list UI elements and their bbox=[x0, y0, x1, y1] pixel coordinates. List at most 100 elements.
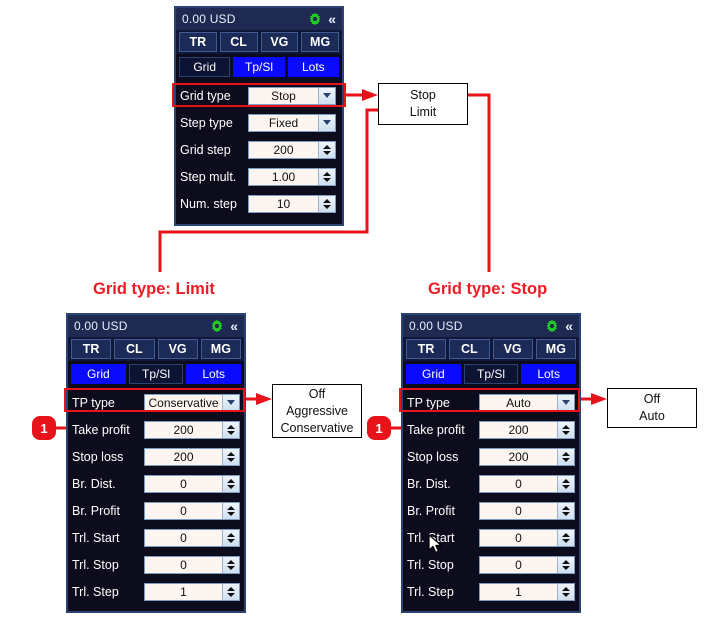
row-br-profit: Br. Profit 0 bbox=[72, 497, 240, 524]
spinner-icon[interactable] bbox=[557, 556, 574, 573]
spinner-icon[interactable] bbox=[222, 583, 239, 600]
field-trl-start[interactable]: 0 bbox=[479, 528, 575, 547]
value-trl-start: 0 bbox=[515, 530, 522, 545]
spinner-icon[interactable] bbox=[557, 448, 574, 465]
label-num-step: Num. step bbox=[180, 196, 237, 211]
mode-button-mg[interactable]: MG bbox=[535, 339, 576, 359]
spinner-icon[interactable] bbox=[222, 529, 239, 546]
row-num-step: Num. step 10 bbox=[180, 190, 338, 217]
field-br-dist[interactable]: 0 bbox=[144, 474, 240, 493]
chevron-down-icon[interactable] bbox=[222, 394, 239, 411]
label-br-profit: Br. Profit bbox=[72, 503, 120, 518]
spinner-icon[interactable] bbox=[222, 421, 239, 438]
mode-button-vg[interactable]: VG bbox=[157, 339, 198, 359]
field-grid-type[interactable]: Stop bbox=[248, 86, 336, 105]
mode-button-tr[interactable]: TR bbox=[179, 32, 217, 52]
row-grid-step: Grid step 200 bbox=[180, 136, 338, 163]
field-grid-step[interactable]: 200 bbox=[248, 140, 336, 159]
field-step-type[interactable]: Fixed bbox=[248, 113, 336, 132]
row-stop-loss: Stop loss 200 bbox=[72, 443, 240, 470]
value-trl-stop: 0 bbox=[515, 557, 522, 572]
left-panel-mode-buttons: TR CL VG MG bbox=[68, 337, 244, 361]
field-trl-start[interactable]: 0 bbox=[144, 528, 240, 547]
field-br-dist[interactable]: 0 bbox=[479, 474, 575, 493]
value-take-profit: 200 bbox=[173, 422, 194, 437]
gear-icon[interactable] bbox=[545, 319, 559, 333]
field-trl-step[interactable]: 1 bbox=[479, 582, 575, 601]
spinner-icon[interactable] bbox=[318, 195, 335, 212]
mode-button-cl[interactable]: CL bbox=[114, 339, 155, 359]
tab-lots[interactable]: Lots bbox=[287, 57, 339, 77]
mode-button-cl[interactable]: CL bbox=[219, 32, 258, 52]
mode-button-mg[interactable]: MG bbox=[301, 32, 339, 52]
row-grid-type: Grid type Stop bbox=[180, 82, 338, 109]
spinner-icon[interactable] bbox=[557, 502, 574, 519]
left-settings-panel: 0.00 USD « TR CL VG MG Grid Tp/Sl Lots T… bbox=[66, 313, 246, 613]
tab-grid[interactable]: Grid bbox=[179, 57, 231, 77]
row-step-mult: Step mult. 1.00 bbox=[180, 163, 338, 190]
mode-button-tr[interactable]: TR bbox=[406, 339, 447, 359]
top-panel-mode-buttons: TR CL VG MG bbox=[176, 30, 342, 54]
gear-icon[interactable] bbox=[308, 12, 322, 26]
mode-button-vg[interactable]: VG bbox=[492, 339, 533, 359]
tab-tpsl[interactable]: Tp/Sl bbox=[233, 57, 285, 77]
step-badge-right: 1 bbox=[367, 416, 391, 440]
field-br-profit[interactable]: 0 bbox=[479, 501, 575, 520]
right-panel-tabs: Grid Tp/Sl Lots bbox=[403, 361, 579, 386]
field-take-profit[interactable]: 200 bbox=[144, 420, 240, 439]
gear-icon[interactable] bbox=[210, 319, 224, 333]
right-panel-titlebar: 0.00 USD « bbox=[403, 315, 579, 337]
field-take-profit[interactable]: 200 bbox=[479, 420, 575, 439]
field-stop-loss[interactable]: 200 bbox=[479, 447, 575, 466]
mode-button-tr[interactable]: TR bbox=[71, 339, 112, 359]
double-chevron-left-icon[interactable]: « bbox=[230, 318, 238, 334]
label-trl-stop: Trl. Stop bbox=[72, 557, 119, 572]
mode-button-cl[interactable]: CL bbox=[449, 339, 490, 359]
spinner-icon[interactable] bbox=[557, 583, 574, 600]
label-take-profit: Take profit bbox=[407, 422, 465, 437]
value-tp-type: Auto bbox=[506, 395, 531, 410]
row-take-profit: Take profit 200 bbox=[407, 416, 575, 443]
row-tp-type: TP type Conservative bbox=[72, 389, 240, 416]
tab-lots[interactable]: Lots bbox=[186, 364, 242, 384]
label-stop-loss: Stop loss bbox=[72, 449, 124, 464]
field-tp-type[interactable]: Conservative bbox=[144, 393, 240, 412]
top-panel-titlebar: 0.00 USD « bbox=[176, 8, 342, 30]
spinner-icon[interactable] bbox=[557, 475, 574, 492]
spinner-icon[interactable] bbox=[222, 556, 239, 573]
field-stop-loss[interactable]: 200 bbox=[144, 447, 240, 466]
spinner-icon[interactable] bbox=[318, 168, 335, 185]
tab-tpsl[interactable]: Tp/Sl bbox=[128, 364, 184, 384]
field-step-mult[interactable]: 1.00 bbox=[248, 167, 336, 186]
field-num-step[interactable]: 10 bbox=[248, 194, 336, 213]
double-chevron-left-icon[interactable]: « bbox=[328, 11, 336, 27]
spinner-icon[interactable] bbox=[222, 475, 239, 492]
tab-lots[interactable]: Lots bbox=[521, 364, 577, 384]
double-chevron-left-icon[interactable]: « bbox=[565, 318, 573, 334]
spinner-icon[interactable] bbox=[557, 529, 574, 546]
field-tp-type[interactable]: Auto bbox=[479, 393, 575, 412]
tab-grid[interactable]: Grid bbox=[71, 364, 126, 384]
mode-button-mg[interactable]: MG bbox=[200, 339, 241, 359]
value-br-dist: 0 bbox=[515, 476, 522, 491]
field-br-profit[interactable]: 0 bbox=[144, 501, 240, 520]
mode-button-vg[interactable]: VG bbox=[260, 32, 299, 52]
tab-grid[interactable]: Grid bbox=[406, 364, 461, 384]
chevron-down-icon[interactable] bbox=[557, 394, 574, 411]
value-take-profit: 200 bbox=[508, 422, 529, 437]
field-trl-stop[interactable]: 0 bbox=[144, 555, 240, 574]
spinner-icon[interactable] bbox=[318, 141, 335, 158]
row-trl-start: Trl. Start 0 bbox=[72, 524, 240, 551]
label-br-profit: Br. Profit bbox=[407, 503, 455, 518]
spinner-icon[interactable] bbox=[557, 421, 574, 438]
tab-tpsl[interactable]: Tp/Sl bbox=[463, 364, 519, 384]
field-trl-step[interactable]: 1 bbox=[144, 582, 240, 601]
label-tp-type: TP type bbox=[72, 395, 115, 410]
spinner-icon[interactable] bbox=[222, 502, 239, 519]
spinner-icon[interactable] bbox=[222, 448, 239, 465]
chevron-down-icon[interactable] bbox=[318, 87, 335, 104]
field-trl-stop[interactable]: 0 bbox=[479, 555, 575, 574]
label-step-mult: Step mult. bbox=[180, 169, 237, 184]
value-stop-loss: 200 bbox=[508, 449, 529, 464]
chevron-down-icon[interactable] bbox=[318, 114, 335, 131]
